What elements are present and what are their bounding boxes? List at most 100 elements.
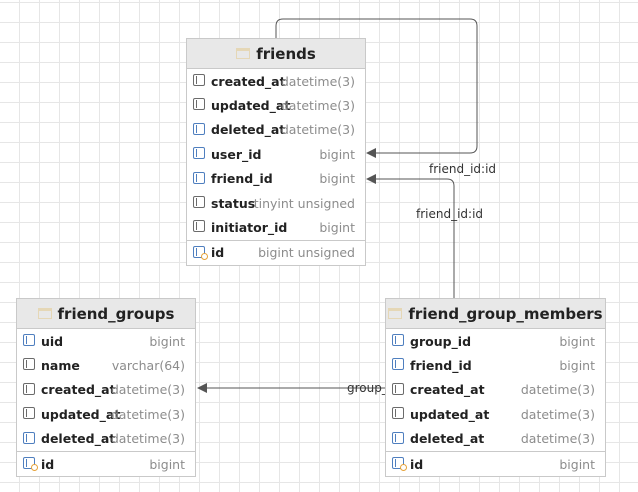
column-name: friend_id [410, 358, 472, 374]
column-icon [23, 407, 35, 420]
table-icon [388, 308, 403, 319]
column-type: bigint [149, 333, 185, 349]
column-row[interactable]: name varchar(64) [17, 353, 195, 377]
column-icon [193, 98, 205, 111]
column-icon [193, 195, 205, 208]
column-type: bigint [559, 456, 595, 472]
column-name: updated_at [211, 98, 291, 114]
foreign-key-icon [193, 171, 205, 184]
column-type: bigint [559, 333, 595, 349]
column-row[interactable]: user_id bigint [187, 142, 365, 166]
foreign-key-icon [392, 358, 404, 371]
column-row[interactable]: uid bigint [17, 329, 195, 353]
table-icon [236, 48, 251, 59]
column-row[interactable]: initiator_id bigint [187, 215, 365, 239]
column-name: group_id [410, 333, 472, 349]
column-name: updated_at [410, 406, 490, 422]
column-name: created_at [410, 382, 485, 398]
relation-label: friend_id:id [416, 207, 484, 221]
table-title: friends [256, 44, 316, 63]
column-icon [193, 74, 205, 86]
column-type: varchar(64) [111, 358, 185, 374]
column-name: updated_at [41, 406, 121, 422]
table-header: friends [187, 39, 365, 69]
index-column-icon [23, 431, 35, 444]
index-column-icon [193, 122, 205, 135]
column-name: friend_id [211, 171, 273, 187]
column-name: created_at [41, 382, 116, 398]
relation-label: friend_id:id [429, 162, 497, 176]
column-type: bigint [319, 220, 355, 236]
column-icon [23, 358, 35, 371]
column-type: datetime(3) [280, 122, 355, 138]
member-friend-line [376, 178, 455, 298]
primary-key-row[interactable]: id bigint [386, 450, 605, 476]
primary-key-icon [193, 245, 208, 260]
primary-key-row[interactable]: id bigint [17, 450, 195, 476]
column-row[interactable]: updated_at datetime(3) [386, 402, 605, 426]
column-icon [392, 382, 404, 395]
column-row[interactable]: friend_id bigint [386, 353, 605, 377]
column-type: bigint [559, 358, 595, 374]
primary-key-icon [23, 456, 38, 471]
member-group-arrow [197, 383, 207, 393]
column-type: datetime(3) [280, 73, 355, 89]
primary-key-icon [392, 456, 407, 471]
self-relation-line [275, 18, 478, 154]
column-name: deleted_at [211, 122, 286, 138]
column-row[interactable]: deleted_at datetime(3) [386, 427, 605, 451]
column-name: name [41, 358, 80, 374]
column-row[interactable]: friend_id bigint [187, 167, 365, 191]
table-title: friend_group_members [408, 304, 603, 323]
column-type: datetime(3) [520, 406, 595, 422]
column-name: created_at [211, 73, 286, 89]
column-name: id [41, 456, 55, 472]
column-type: bigint [319, 146, 355, 162]
table-header: friend_groups [17, 299, 195, 329]
table-header: friend_group_members [386, 299, 605, 329]
primary-key-row[interactable]: id bigint unsigned [187, 239, 365, 265]
column-row[interactable]: group_id bigint [386, 329, 605, 353]
column-name: initiator_id [211, 220, 288, 236]
column-type: tinyint unsigned [253, 195, 355, 211]
column-name: deleted_at [410, 431, 485, 447]
self-relation-arrow [366, 148, 376, 158]
index-column-icon [392, 431, 404, 444]
foreign-key-icon [193, 147, 205, 160]
column-name: deleted_at [41, 431, 116, 447]
column-type: bigint [319, 171, 355, 187]
column-name: uid [41, 333, 64, 349]
table-icon [37, 308, 52, 319]
column-name: status [211, 195, 256, 211]
column-name: id [410, 456, 424, 472]
column-type: bigint unsigned [258, 245, 355, 261]
column-icon [392, 407, 404, 420]
column-icon [23, 382, 35, 395]
column-type: datetime(3) [110, 431, 185, 447]
column-type: datetime(3) [280, 98, 355, 114]
foreign-key-icon [392, 334, 404, 346]
column-row[interactable]: created_at datetime(3) [386, 378, 605, 402]
index-column-icon [23, 334, 35, 346]
column-name: id [211, 245, 225, 261]
column-name: user_id [211, 146, 262, 162]
member-friend-arrow [366, 174, 376, 184]
column-type: datetime(3) [110, 382, 185, 398]
table-title: friend_groups [57, 304, 175, 323]
column-icon [193, 220, 205, 233]
column-type: datetime(3) [520, 431, 595, 447]
column-type: datetime(3) [520, 382, 595, 398]
column-type: datetime(3) [110, 406, 185, 422]
column-type: bigint [149, 456, 185, 472]
